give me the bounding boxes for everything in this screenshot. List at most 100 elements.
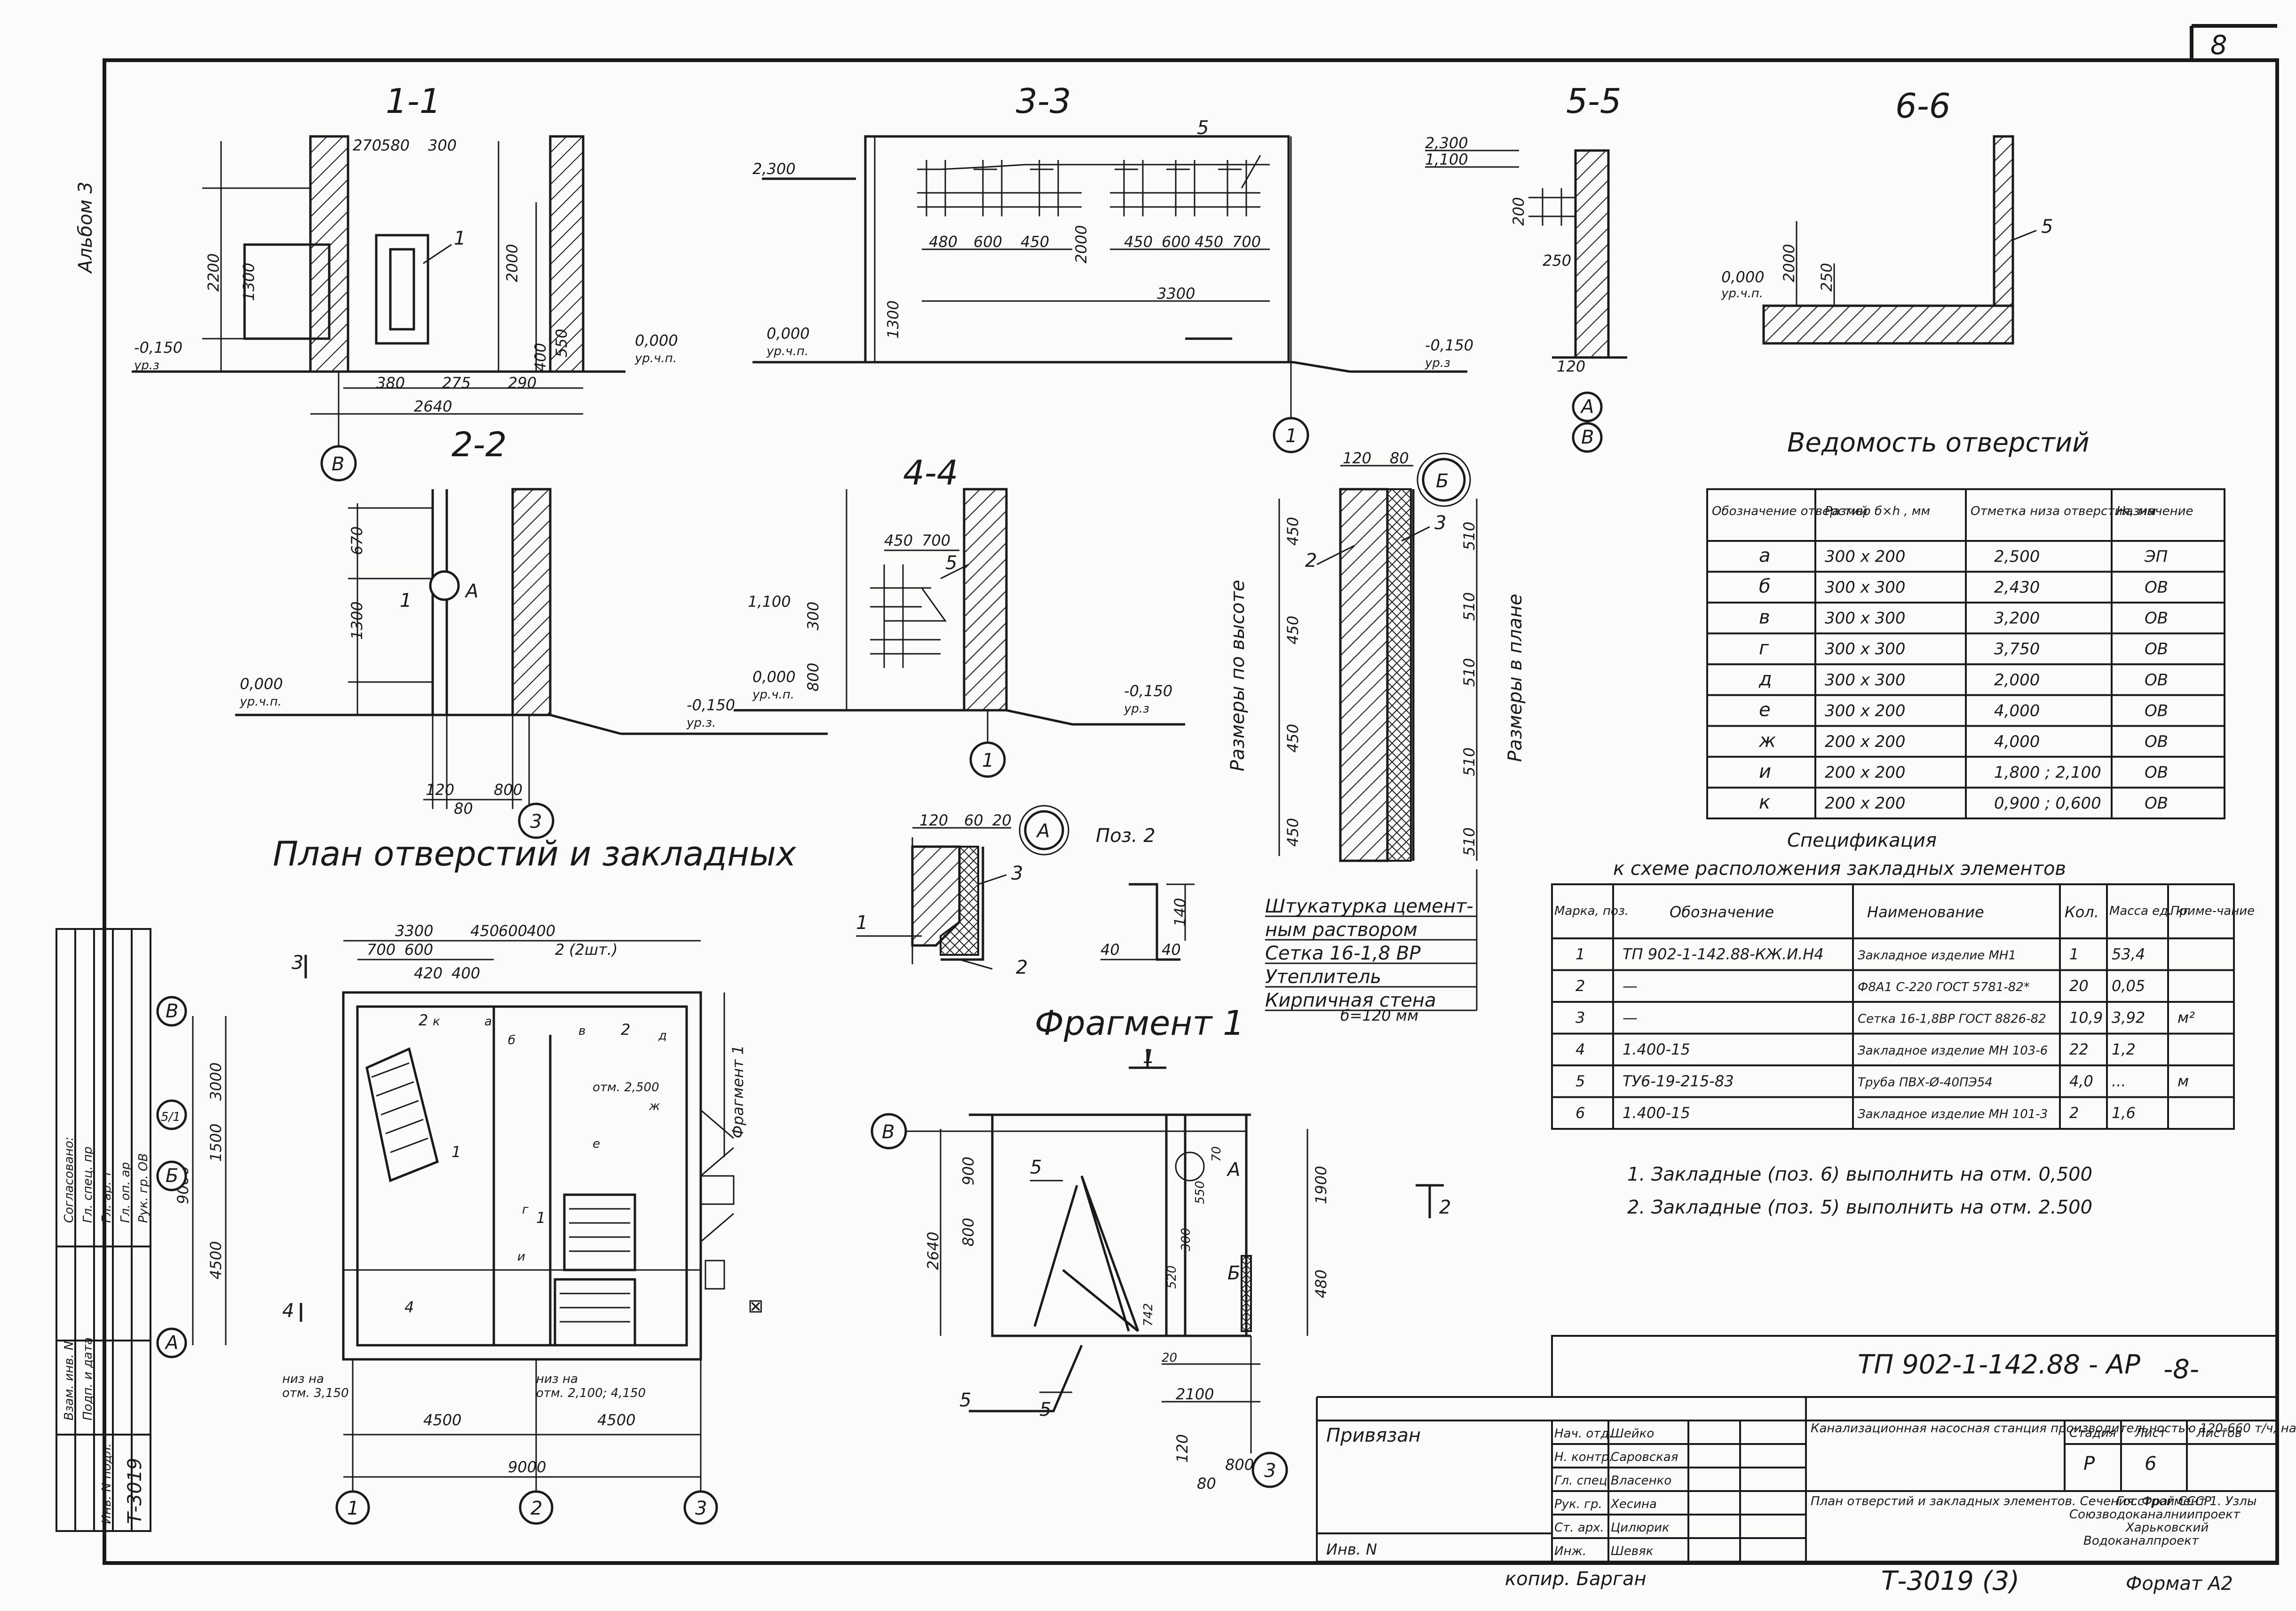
svg-text:580: 580 [381, 136, 410, 154]
svg-text:3: 3 [530, 811, 542, 833]
name-cell: Саровская [1611, 1450, 1678, 1464]
spec-cell: 6 [1576, 1104, 1585, 1122]
svg-text:5: 5 [1030, 1157, 1042, 1178]
spec-cell: Сетка 16-1,8ВР ГОСТ 8826-82 [1858, 1012, 2046, 1026]
svg-text:5-5: 5-5 [1566, 81, 1622, 121]
copied-by: копир. Барган [1505, 1568, 1647, 1590]
note-2: 2. Закладные (поз. 5) выполнить на отм. … [1627, 1197, 2092, 1218]
svg-text:ур.ч.п.: ур.ч.п. [1721, 286, 1763, 301]
spec-cell: м² [2177, 1009, 2195, 1027]
svg-text:Обозначение: Обозначение [1670, 903, 1774, 921]
spec-cell: Труба ПВХ-Ø-40ПЭ54 [1858, 1076, 1993, 1090]
svg-text:1: 1 [1143, 1046, 1155, 1068]
svg-text:2-2: 2-2 [451, 425, 507, 464]
svg-text:Отметка низа отверстия, мм: Отметка низа отверстия, мм [1971, 504, 2156, 518]
svg-text:300: 300 [428, 136, 457, 154]
svg-text:510: 510 [1460, 522, 1478, 550]
svg-text:120: 120 [1343, 449, 1371, 467]
section-2-2: 2-2 А 1 120 800 80 1300 670 0,000 ур.ч.п… [235, 425, 828, 839]
spec-cell: Закладное изделие МН 103-6 [1858, 1044, 2048, 1058]
svg-text:250: 250 [1543, 252, 1571, 270]
svg-text:800: 800 [494, 781, 523, 799]
svg-text:1500: 1500 [207, 1124, 225, 1162]
svg-text:2: 2 [530, 1498, 542, 1519]
svg-text:120: 120 [919, 811, 948, 829]
svg-text:и: и [517, 1250, 525, 1264]
spec-cell: м [2177, 1072, 2189, 1090]
svg-text:Водоканалпроект: Водоканалпроект [2083, 1534, 2199, 1548]
spec-cell: 1.400-15 [1623, 1104, 1690, 1122]
svg-text:низ на: низ на [282, 1372, 324, 1386]
opening-cell: 300 х 200 [1825, 701, 1906, 720]
spec-cell: 5 [1576, 1072, 1585, 1090]
role-cell: Ст. арх. [1554, 1521, 1604, 1535]
svg-text:20: 20 [1162, 1351, 1177, 1365]
role-cell: Рук. гр. [1554, 1497, 1602, 1511]
svg-text:ур.з: ур.з [1425, 356, 1450, 370]
svg-text:1: 1 [856, 912, 868, 934]
svg-text:1: 1 [454, 228, 466, 249]
sheet-frame [103, 58, 2279, 1565]
svg-text:1: 1 [536, 1209, 546, 1227]
svg-text:ным раствором: ным раствором [1265, 919, 1417, 941]
svg-text:550: 550 [1193, 1181, 1207, 1204]
spec-cell: 0,05 [2112, 977, 2145, 995]
svg-text:3: 3 [1264, 1460, 1276, 1482]
opening-cell: ОВ [2145, 794, 2168, 813]
svg-text:700: 700 [922, 532, 950, 549]
svg-text:200: 200 [1510, 197, 1528, 226]
spec-cell: 10,9 [2069, 1009, 2103, 1027]
svg-text:Инв. N: Инв. N [1326, 1540, 1377, 1558]
svg-text:510: 510 [1460, 592, 1478, 621]
side-note: Альбом 3 [75, 182, 96, 274]
svg-text:3300: 3300 [395, 922, 433, 940]
svg-text:550: 550 [553, 329, 570, 357]
svg-text:0,000: 0,000 [1721, 268, 1765, 286]
svg-text:70: 70 [1210, 1146, 1224, 1162]
spec-table: Спецификация к схеме расположения заклад… [1551, 830, 2255, 1130]
svg-text:2,300: 2,300 [1425, 134, 1468, 152]
node-a: А 120 60 20 1 3 2 [856, 805, 1069, 978]
svg-text:290: 290 [508, 374, 537, 392]
svg-text:Харьковский: Харьковский [2125, 1521, 2209, 1535]
svg-text:6-6: 6-6 [1895, 86, 1951, 126]
svg-text:600: 600 [499, 922, 527, 940]
svg-text:1: 1 [1285, 425, 1297, 447]
spec-cell: 3,92 [2112, 1009, 2145, 1027]
spec-cell: 3 [1576, 1009, 1585, 1027]
svg-text:А: А [164, 1332, 178, 1354]
svg-text:А: А [1580, 396, 1594, 418]
svg-text:Стадия: Стадия [2069, 1426, 2116, 1440]
svg-text:4500: 4500 [423, 1411, 461, 1429]
svg-text:Наименование: Наименование [1867, 903, 1984, 921]
svg-text:510: 510 [1460, 747, 1478, 776]
svg-text:Утеплитель: Утеплитель [1265, 966, 1381, 988]
svg-text:Канализационная насосная станц: Канализационная насосная станция произво… [1811, 1421, 2296, 1436]
svg-text:1: 1 [982, 750, 994, 771]
svg-text:1300: 1300 [348, 602, 366, 640]
section-3-3: 3-3 480 600 450 3300 450 600 450 700 200… [752, 81, 1473, 453]
svg-text:510: 510 [1460, 827, 1478, 856]
svg-text:-0,150: -0,150 [1124, 682, 1172, 700]
svg-text:а: а [484, 1015, 492, 1029]
svg-text:2: 2 [1439, 1197, 1451, 1218]
stamp-code: Т-3019 [124, 1458, 146, 1524]
svg-text:275: 275 [442, 374, 471, 392]
svg-text:Госстрой СССР: Госстрой СССР [2116, 1494, 2211, 1508]
svg-text:3: 3 [1011, 863, 1023, 884]
opening-cell: 300 х 200 [1825, 548, 1906, 566]
svg-text:4-4: 4-4 [903, 453, 958, 492]
svg-text:1: 1 [451, 1143, 461, 1161]
svg-text:480: 480 [1312, 1270, 1330, 1298]
doc-code: ТП 902-1-142.88 - АР [1858, 1349, 2140, 1380]
svg-text:4500: 4500 [597, 1411, 635, 1429]
opening-cell: 4,000 [1994, 701, 2040, 720]
svg-text:1300: 1300 [884, 301, 902, 339]
svg-text:План отверстий и закладных эле: План отверстий и закладных элементов. Се… [1811, 1494, 2256, 1508]
spec-cell: 4 [1576, 1040, 1585, 1058]
svg-text:400: 400 [531, 343, 549, 372]
svg-text:700: 700 [1232, 233, 1261, 251]
svg-text:300: 300 [1179, 1228, 1193, 1251]
opening-cell: 2,000 [1994, 671, 2040, 690]
svg-text:⊠: ⊠ [748, 1295, 764, 1317]
